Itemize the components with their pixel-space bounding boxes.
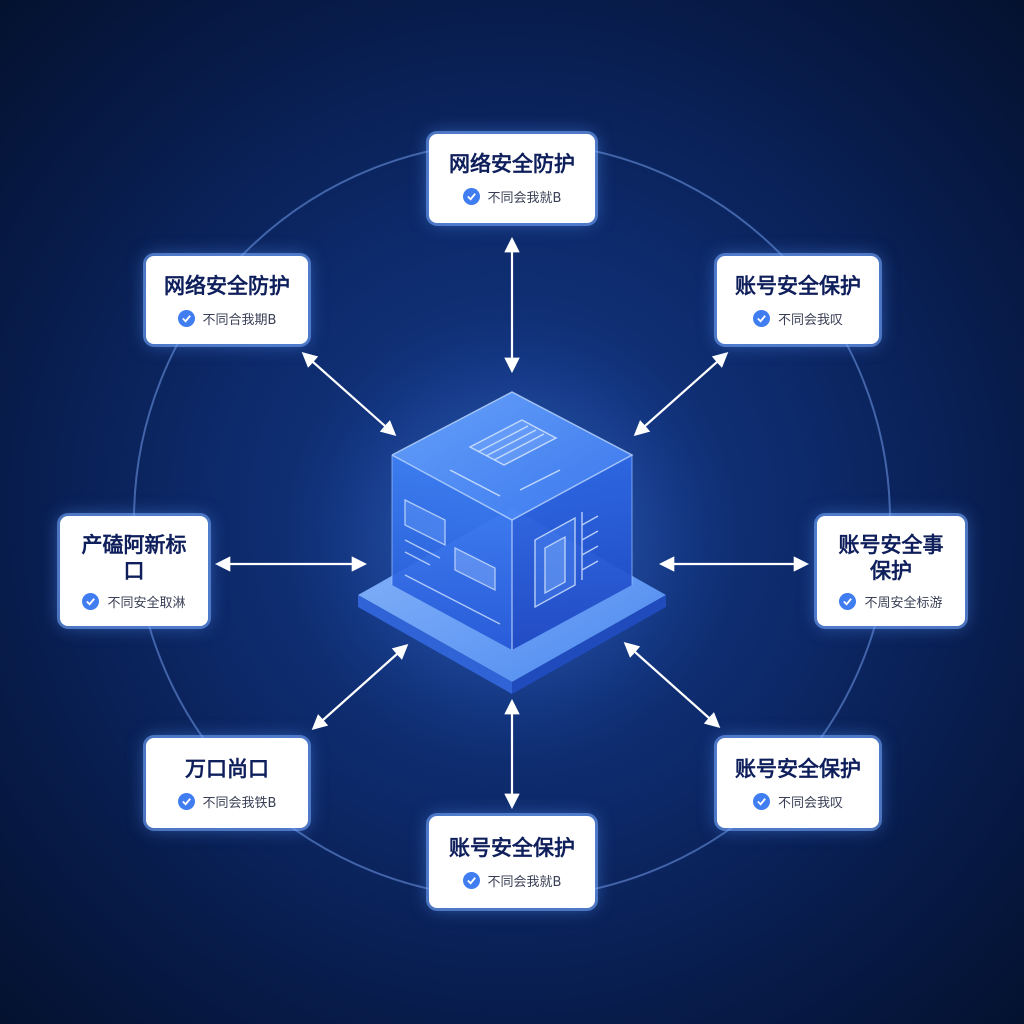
node-bottom-right[interactable]: 账号安全保护 不同会我叹 [717, 738, 879, 828]
check-icon [752, 309, 770, 327]
check-icon [177, 792, 195, 810]
check-icon [462, 188, 480, 205]
arrow-top-right [633, 351, 729, 437]
node-title: 网络安全防护 [449, 152, 575, 176]
node-subtitle: 不同会我铁B [202, 795, 277, 811]
node-subtitle-row: 不同会我铁B [177, 792, 277, 811]
node-subtitle-row: 不同会我叹 [752, 792, 843, 811]
node-right[interactable]: 账号安全事保护 不周安全标游 [817, 516, 965, 626]
node-title: 账号安全保护 [735, 273, 861, 298]
connector-arrows [214, 236, 810, 810]
node-subtitle: 不同会我就B [487, 874, 562, 890]
arrow-bottom-left [311, 643, 409, 731]
node-top-left[interactable]: 网络安全防护 不同合我期B [146, 256, 308, 344]
node-title: 账号安全保护 [449, 835, 575, 860]
node-top[interactable]: 网络安全防护 不同会我就B [429, 134, 595, 223]
node-subtitle: 不同会我叹 [777, 795, 843, 811]
node-subtitle: 不同会我就B [487, 191, 562, 206]
node-title: 账号安全保护 [735, 756, 861, 781]
node-bottom-left[interactable]: 万口尚口 不同会我铁B [146, 738, 308, 828]
node-subtitle: 不同安全取淋 [107, 595, 186, 611]
arrow-top-left [301, 351, 397, 437]
node-left[interactable]: 产磕阿新标口 不同安全取淋 [60, 516, 208, 626]
check-icon [177, 309, 195, 327]
node-subtitle-row: 不同会我就B [462, 187, 562, 206]
node-subtitle-row: 不同会我叹 [752, 309, 843, 328]
check-icon [82, 592, 100, 610]
node-subtitle: 不同合我期B [202, 312, 277, 328]
check-icon [752, 792, 770, 810]
check-icon [462, 871, 480, 889]
node-subtitle-row: 不同合我期B [177, 309, 277, 328]
node-top-right[interactable]: 账号安全保护 不同会我叹 [717, 256, 879, 344]
node-title: 万口尚口 [185, 756, 269, 781]
node-subtitle: 不同会我叹 [777, 312, 843, 328]
node-title: 产磕阿新标口 [81, 532, 187, 583]
node-subtitle-row: 不同安全取淋 [82, 592, 186, 611]
node-subtitle: 不周安全标游 [864, 595, 943, 611]
server-cube-icon [358, 391, 666, 694]
check-icon [839, 592, 857, 610]
node-title: 账号安全事保护 [838, 532, 944, 583]
node-subtitle-row: 不同会我就B [462, 871, 562, 890]
node-subtitle-row: 不周安全标游 [839, 592, 943, 611]
node-bottom[interactable]: 账号安全保护 不同会我就B [429, 816, 595, 908]
arrow-bottom-right [623, 641, 721, 729]
node-title: 网络安全防护 [164, 273, 290, 298]
